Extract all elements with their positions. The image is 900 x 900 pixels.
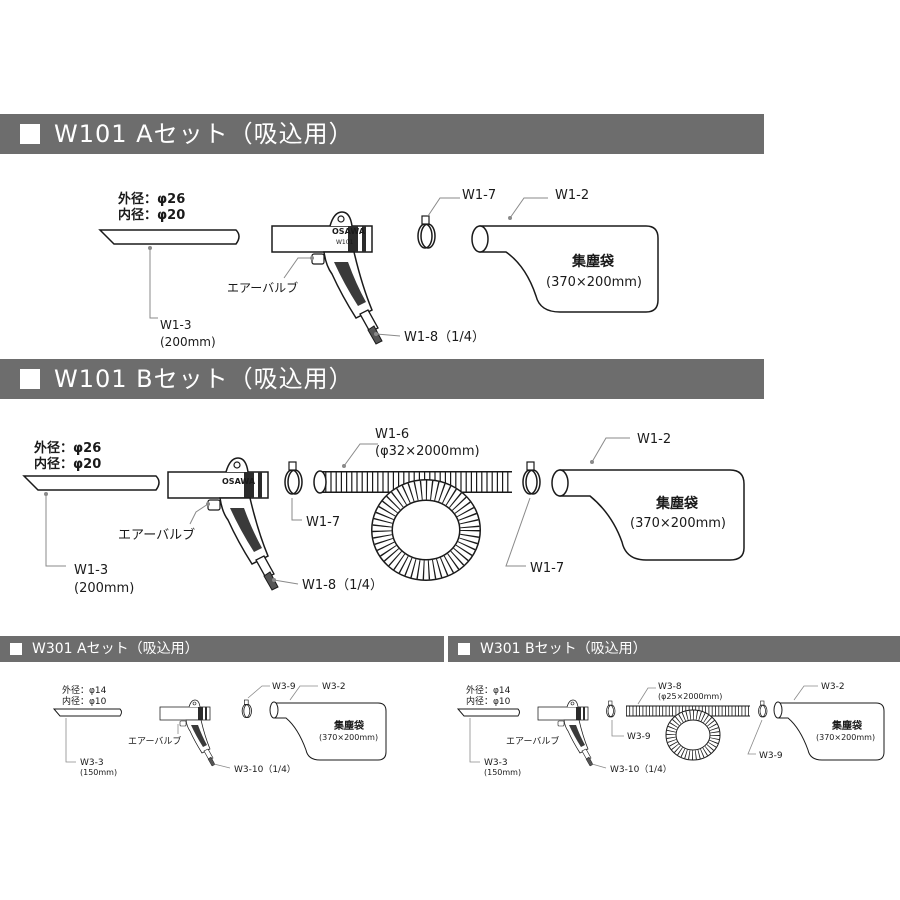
bag-leader [591, 437, 630, 463]
hose-band [417, 215, 436, 249]
air-valve-label: エアーバルブ [227, 280, 298, 295]
band1-code-label: W3-9 [627, 732, 651, 742]
hose-band [241, 699, 252, 719]
nozzle-length-label: (200mm) [74, 581, 134, 596]
corrugated-hose [313, 470, 512, 581]
bag-code-label: W1-2 [637, 432, 671, 447]
coupler-label: W1-8（1/4） [404, 330, 485, 345]
dust-bag [479, 225, 659, 313]
gun-brand-label: OSAWA [332, 227, 366, 236]
nozzle-code-label: W1-3 [160, 318, 191, 332]
dust-bag [559, 469, 745, 561]
section-header-w301b: W301 Bセット（吸込用） [448, 636, 900, 662]
corrugated-hose [626, 705, 750, 761]
hose-size-label: (φ32×2000mm) [375, 444, 480, 459]
nozzle-code-label: W1-3 [74, 563, 108, 578]
air-valve-label: エアーバルブ [118, 527, 195, 543]
header-square-icon [10, 643, 22, 655]
bag-size-label: (370×200mm) [816, 733, 875, 742]
nozzle-length-label: (150mm) [484, 768, 521, 777]
bag-code-label: W3-2 [821, 682, 845, 692]
bag-name-label: 集塵袋 [571, 253, 615, 270]
gun-brand-label: OSAWA [222, 477, 256, 486]
air-valve-leader [283, 257, 312, 279]
header-square-icon [20, 369, 40, 389]
outer-diameter-label: 外径：φ26 [117, 191, 185, 207]
section-header-w301a: W301 Aセット（吸込用） [0, 636, 444, 662]
bag-name-label: 集塵袋 [655, 495, 699, 512]
nozzle-pipe [456, 708, 520, 717]
nozzle-code-label: W3-3 [484, 758, 508, 768]
nozzle-length-label: (150mm) [80, 768, 117, 777]
dust-bag [273, 702, 387, 761]
inner-diameter-label: 内径：φ10 [62, 695, 107, 707]
bag-leader [509, 197, 548, 219]
inner-diameter-label: 内径：φ20 [34, 456, 101, 472]
outer-diameter-label: 外径：φ14 [466, 684, 511, 696]
hose-code-label: W1-6 [375, 427, 409, 442]
bag-name-label: 集塵袋 [831, 719, 863, 732]
hose-band-1 [284, 461, 303, 495]
air-valve-leader [189, 503, 209, 525]
inner-diameter-label: 内径：φ20 [118, 207, 185, 223]
w101a-diagram: 外径：φ26 内径：φ20 W1-3 (200mm) OSAWA W101 エア… [98, 188, 659, 349]
coupler-leader [273, 579, 299, 585]
nozzle-code-label: W3-3 [80, 758, 104, 768]
outer-diameter-label: 外径：φ26 [33, 440, 101, 456]
nozzle-pipe [98, 229, 240, 245]
gun-body [271, 211, 383, 345]
bag-size-label: (370×200mm) [546, 275, 642, 290]
band2-code-label: W3-9 [759, 751, 783, 761]
coupler-label: W1-8（1/4） [302, 578, 383, 593]
bag-size-label: (370×200mm) [319, 733, 378, 742]
bag-size-label: (370×200mm) [630, 516, 726, 531]
hose-leader [343, 443, 378, 467]
nozzle-pipe [22, 475, 160, 491]
header-square-icon [458, 643, 470, 655]
gun-body [159, 699, 216, 767]
hose-band-2 [758, 700, 768, 718]
gun-model-label: W101 [336, 239, 354, 246]
band1-leader [291, 498, 302, 521]
band2-leader [505, 497, 531, 567]
header-square-icon [20, 124, 40, 144]
w301a-diagram: 外径：φ14 内径：φ10 W3-3 (150mm) エアーバルブ W3-10（… [52, 682, 387, 777]
band2-code-label: W1-7 [530, 561, 564, 576]
band1-code-label: W1-7 [306, 515, 340, 530]
bag-name-label: 集塵袋 [333, 719, 365, 732]
band-leader [427, 197, 460, 217]
nozzle-leader [149, 248, 158, 319]
section-title: W101 Aセット（吸込用） [54, 120, 354, 148]
hose-band-1 [606, 700, 616, 718]
hose-code-label: W3-8 [658, 682, 682, 692]
dust-bag [777, 702, 885, 761]
nozzle-leader [45, 494, 66, 567]
air-valve-label: エアーバルブ [128, 735, 181, 747]
bag-code-label: W3-2 [322, 682, 346, 692]
bag-code-label: W1-2 [555, 188, 589, 203]
section-title: W101 Bセット（吸込用） [54, 365, 354, 393]
coupler-label: W3-10（1/4） [610, 764, 672, 775]
gun-body [537, 699, 594, 767]
w101b-diagram: 外径：φ26 内径：φ20 W1-3 (200mm) OSAWA エアーバルブ … [22, 427, 745, 596]
section-header-w101b: W101 Bセット（吸込用） [0, 359, 764, 399]
section-title: W301 Aセット（吸込用） [32, 641, 199, 657]
inner-diameter-label: 内径：φ10 [466, 695, 511, 707]
w301b-diagram: 外径：φ14 内径：φ10 W3-3 (150mm) エアーバルブ W3-10（… [456, 682, 885, 777]
nozzle-pipe [52, 708, 122, 717]
band-code-label: W1-7 [462, 188, 496, 203]
band-code-label: W3-9 [272, 682, 296, 692]
hose-band-2 [522, 461, 541, 495]
nozzle-length-label: (200mm) [160, 335, 216, 349]
hose-size-label: (φ25×2000mm) [658, 692, 722, 701]
nozzle-leader [65, 718, 76, 763]
coupler-label: W3-10（1/4） [234, 764, 296, 775]
section-header-w101a: W101 Aセット（吸込用） [0, 114, 764, 154]
air-valve-label: エアーバルブ [506, 735, 559, 747]
section-title: W301 Bセット（吸込用） [480, 641, 647, 657]
outer-diameter-label: 外径：φ14 [62, 684, 107, 696]
coupler-leader [375, 333, 401, 337]
nozzle-leader [469, 718, 480, 763]
